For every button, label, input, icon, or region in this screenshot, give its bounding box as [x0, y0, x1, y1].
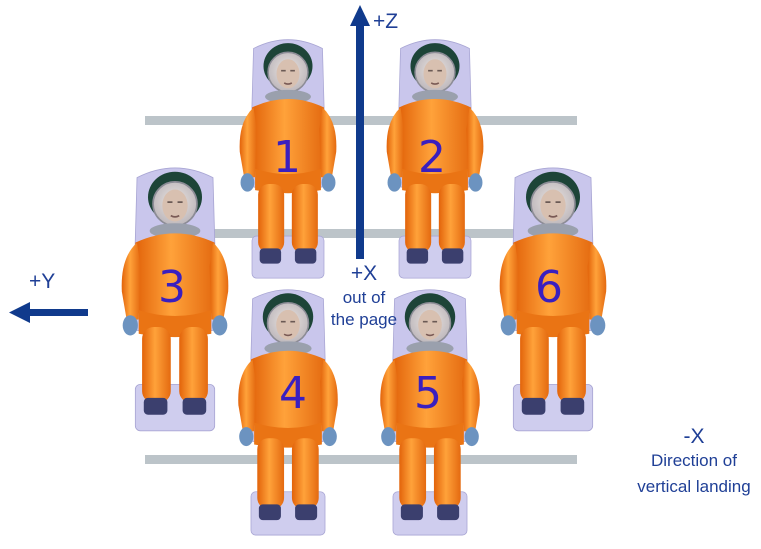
- x-plus-annotation: +X out of the page: [318, 262, 410, 330]
- z-axis-arrow: [350, 5, 370, 259]
- x-plus-label: +X: [350, 262, 378, 285]
- seat-number-2: 2: [418, 132, 446, 183]
- crew-member-1: 1: [238, 38, 338, 280]
- crew-member-2: 2: [385, 38, 485, 280]
- x-minus-line1: Direction of: [651, 451, 737, 470]
- crew-member-5: 5: [379, 288, 481, 537]
- seat-number-1: 1: [273, 132, 301, 183]
- y-axis-label: +Y: [29, 270, 56, 293]
- crew-member-4: 4: [237, 288, 339, 537]
- y-axis-arrow: [9, 302, 88, 323]
- x-plus-line2: the page: [330, 310, 398, 329]
- seat-number-5: 5: [414, 368, 442, 419]
- crew-member-3: 3: [120, 166, 230, 432]
- z-axis-label: +Z: [373, 10, 399, 33]
- rail-bottom: [145, 455, 577, 464]
- crew-member-6: 6: [498, 166, 608, 432]
- x-minus-annotation: -X Direction of vertical landing: [618, 425, 761, 497]
- x-minus-line2: vertical landing: [637, 477, 751, 496]
- seat-number-4: 4: [279, 368, 307, 419]
- x-plus-line1: out of: [342, 288, 386, 307]
- x-minus-label: -X: [683, 425, 705, 448]
- seat-number-3: 3: [158, 262, 186, 313]
- seat-number-6: 6: [535, 262, 563, 313]
